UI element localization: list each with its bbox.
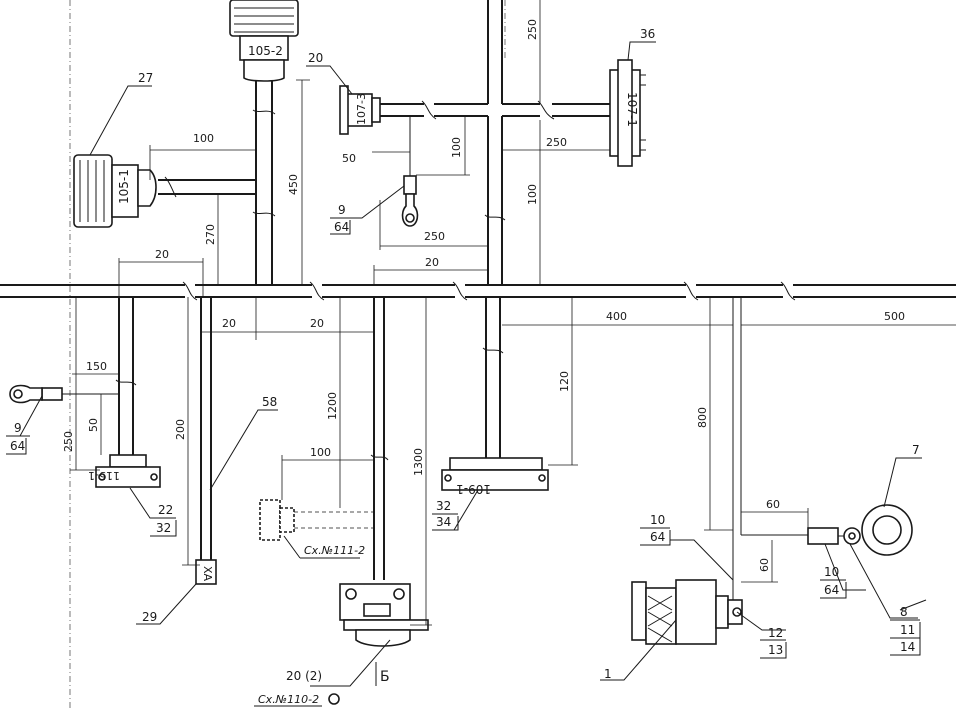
connector-label-107-3: 107-3: [355, 93, 368, 125]
connector-105-1: [73, 154, 157, 228]
connector-107-3: [339, 85, 381, 135]
svg-text:64: 64: [824, 583, 839, 597]
connector-label-105-2: 105-2: [248, 44, 283, 58]
ref-underlines: [6, 217, 921, 659]
svg-text:50: 50: [87, 418, 100, 432]
connector-label-105-1: 105-1: [117, 169, 131, 204]
svg-text:250: 250: [546, 136, 567, 149]
svg-text:20: 20: [222, 317, 236, 330]
svg-text:64: 64: [650, 530, 665, 544]
svg-text:450: 450: [287, 174, 300, 195]
reference-leaders: [6, 41, 927, 687]
connector-sx-111-2: [259, 499, 374, 541]
connector-105-2: [229, 0, 299, 82]
connector-20-2: [339, 583, 429, 647]
connector-109-1: [441, 457, 549, 491]
svg-text:9: 9: [338, 203, 346, 217]
connector-107-1: [609, 59, 646, 167]
svg-text:200: 200: [174, 419, 187, 440]
connector-label-107-1: 107-1: [625, 92, 639, 127]
svg-text:64: 64: [334, 220, 349, 234]
svg-text:32: 32: [156, 521, 171, 535]
svg-text:29: 29: [142, 610, 157, 624]
svg-text:10: 10: [824, 565, 839, 579]
svg-text:250: 250: [62, 431, 75, 452]
svg-text:20: 20: [155, 248, 169, 261]
svg-text:150: 150: [86, 360, 107, 373]
svg-text:20 (2): 20 (2): [286, 669, 322, 683]
svg-text:270: 270: [204, 224, 217, 245]
svg-text:7: 7: [912, 443, 920, 457]
svg-text:250: 250: [526, 19, 539, 40]
svg-text:27: 27: [138, 71, 153, 85]
svg-text:60: 60: [766, 498, 780, 511]
svg-text:1300: 1300: [412, 448, 425, 476]
svg-text:64: 64: [10, 439, 25, 453]
component-1: [631, 579, 743, 645]
dimension-labels: 250 100 450 50 100 250 250 100 270 20 20…: [62, 19, 905, 572]
svg-text:36: 36: [640, 27, 655, 41]
lug-9-left: [9, 384, 63, 404]
svg-text:250: 250: [424, 230, 445, 243]
svg-text:12: 12: [768, 626, 783, 640]
svg-text:20: 20: [425, 256, 439, 269]
svg-text:14: 14: [900, 640, 915, 654]
upper-branches: [158, 0, 610, 285]
svg-text:10: 10: [650, 513, 665, 527]
reference-numbers: 27 20 36 9 64 58 9 64 22 32 32 34 29 20 …: [10, 27, 920, 686]
svg-text:Б: Б: [380, 669, 390, 685]
svg-text:32: 32: [436, 499, 451, 513]
svg-text:100: 100: [450, 137, 463, 158]
svg-text:100: 100: [310, 446, 331, 459]
svg-text:100: 100: [526, 184, 539, 205]
svg-text:13: 13: [768, 643, 783, 657]
scheme-notes: Сх.№111-2 Сх.№110-2: [254, 535, 365, 707]
svg-text:1: 1: [604, 667, 612, 681]
lug-10-ring: [807, 504, 913, 556]
svg-text:22: 22: [158, 503, 173, 517]
dimension-lines: [70, 0, 956, 626]
svg-text:20: 20: [310, 317, 324, 330]
svg-text:58: 58: [262, 395, 277, 409]
lower-branches: [60, 297, 808, 600]
connector-115-1: [95, 454, 161, 488]
lug-9-top: [401, 175, 419, 227]
svg-text:60: 60: [758, 558, 771, 572]
svg-text:34: 34: [436, 515, 451, 529]
svg-text:Сх.№110-2: Сх.№110-2: [258, 693, 319, 706]
svg-text:20: 20: [308, 51, 323, 65]
svg-text:120: 120: [558, 371, 571, 392]
svg-text:11: 11: [900, 623, 915, 637]
svg-text:50: 50: [342, 152, 356, 165]
connector-label-115-1: 115-1: [88, 469, 120, 482]
svg-text:1200: 1200: [326, 392, 339, 420]
svg-text:Сх.№111-2: Сх.№111-2: [304, 544, 365, 557]
connector-xa: [195, 559, 217, 585]
svg-text:9: 9: [14, 421, 22, 435]
connector-label-109-1: 109-1: [456, 482, 491, 496]
svg-text:400: 400: [606, 310, 627, 323]
svg-text:8: 8: [900, 605, 908, 619]
svg-text:100: 100: [193, 132, 214, 145]
main-trunk: [0, 281, 956, 301]
connector-label-xa: XA: [201, 566, 214, 582]
svg-text:500: 500: [884, 310, 905, 323]
svg-text:800: 800: [696, 407, 709, 428]
